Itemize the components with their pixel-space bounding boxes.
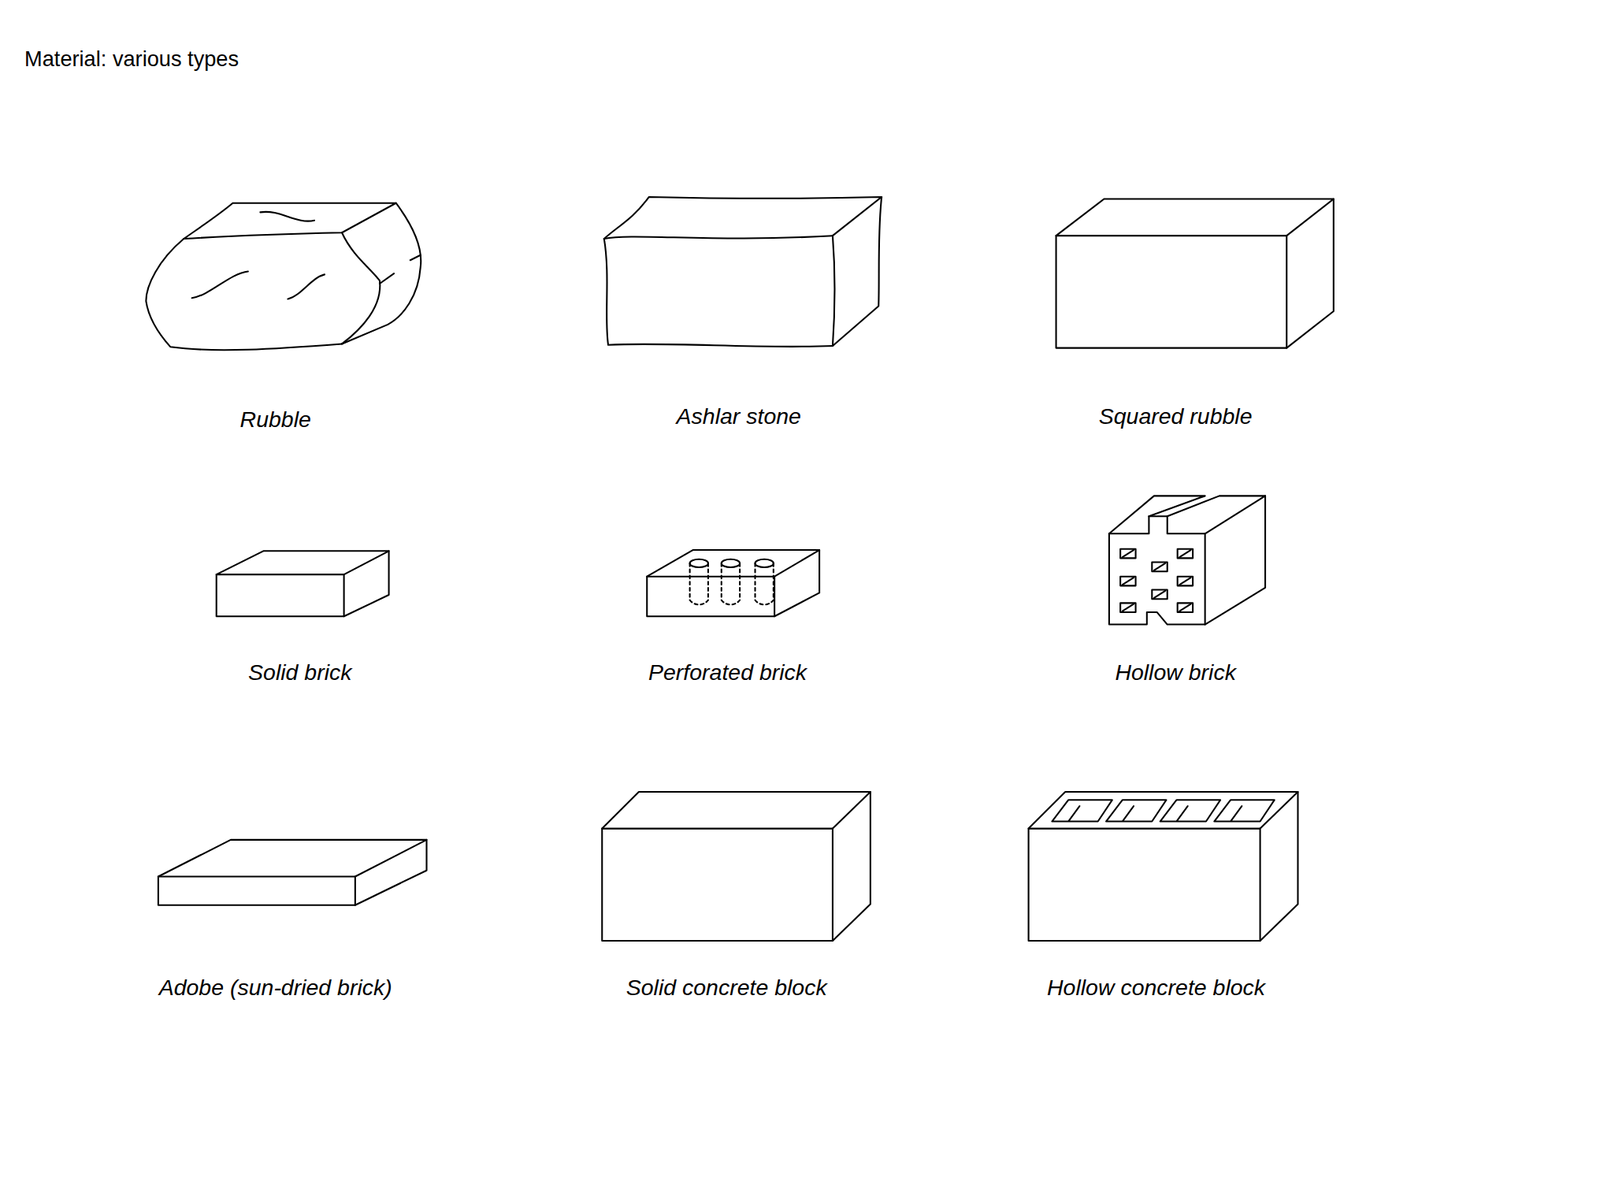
material-label: Perforated brick: [648, 659, 807, 686]
material-label: Adobe (sun-dried brick): [159, 974, 393, 1001]
material-label: Hollow brick: [1114, 659, 1237, 686]
material-label: Hollow concrete block: [1046, 974, 1266, 1001]
material-label: Rubble: [240, 406, 312, 433]
rubble-stone: [145, 203, 421, 351]
squared-rubble: [1056, 199, 1334, 349]
adobe-brick: [158, 839, 427, 906]
hollow-brick: [1109, 495, 1266, 624]
perforated-brick: [646, 549, 820, 617]
hollow-concrete-block: [1028, 791, 1299, 941]
material-label: Ashlar stone: [676, 403, 802, 430]
solid-brick: [216, 550, 390, 617]
ashlar-stone: [604, 196, 882, 347]
material-label: Solid brick: [248, 659, 352, 686]
material-label: Squared rubble: [1098, 403, 1253, 430]
diagram-title: Material: various types: [24, 46, 239, 72]
solid-concrete-block: [601, 791, 871, 941]
material-label: Solid concrete block: [626, 974, 828, 1001]
